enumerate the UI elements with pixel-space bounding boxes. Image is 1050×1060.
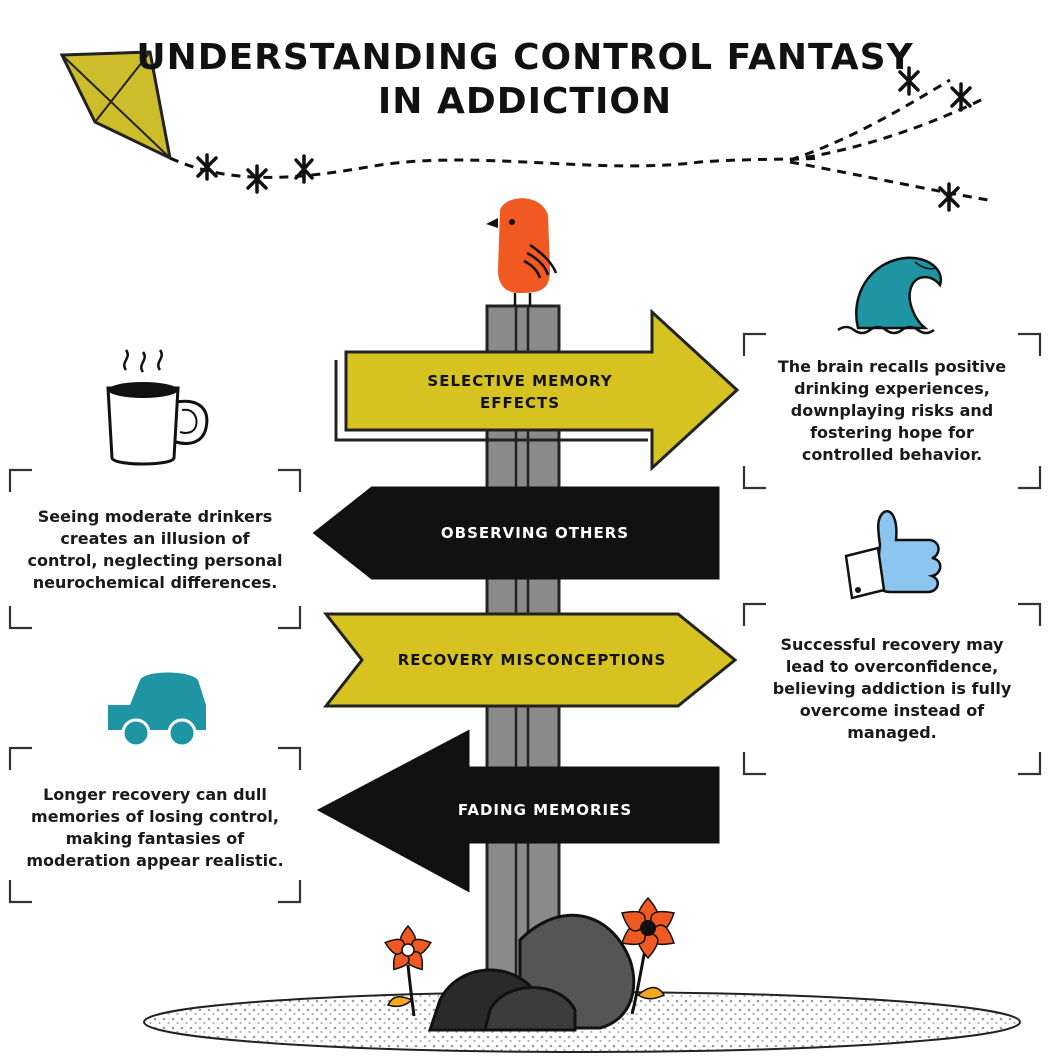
note-frames [8,332,1042,904]
note-observing-others: Seeing moderate drinkers creates an illu… [27,507,283,592]
page-title: UNDERSTANDING CONTROL FANTASY IN ADDICTI… [136,37,914,122]
rock-icon [427,913,636,1032]
note-recovery-misconceptions: Successful recovery may lead to overconf… [772,635,1012,742]
kite-icon [59,50,989,212]
sign-selective-memory-shape [334,308,740,472]
sign-recovery-misconceptions-shape [322,612,738,708]
coffee-mug-icon [106,349,209,466]
sign-label-fading-memories: FADING MEMORIES [457,801,633,819]
flower-icon [621,896,675,1015]
note-selective-memory: The brain recalls positive drinking expe… [777,357,1007,464]
sign-label-recovery-misconceptions: RECOVERY MISCONCEPTIONS [397,651,667,669]
flower-icon [384,924,432,1017]
note-fading-memories: Longer recovery can dull memories of los… [26,785,284,870]
wave-icon [837,256,943,335]
sign-label-selective-memory: SELECTIVE MEMORY EFFECTS [427,372,613,412]
car-icon [108,672,206,748]
bird-icon [486,198,558,306]
thumbs-up-icon [844,510,942,600]
sign-observing-others-shape [312,486,720,580]
sign-fading-memories-shape [316,729,720,893]
sign-label-observing-others: OBSERVING OTHERS [440,524,630,542]
